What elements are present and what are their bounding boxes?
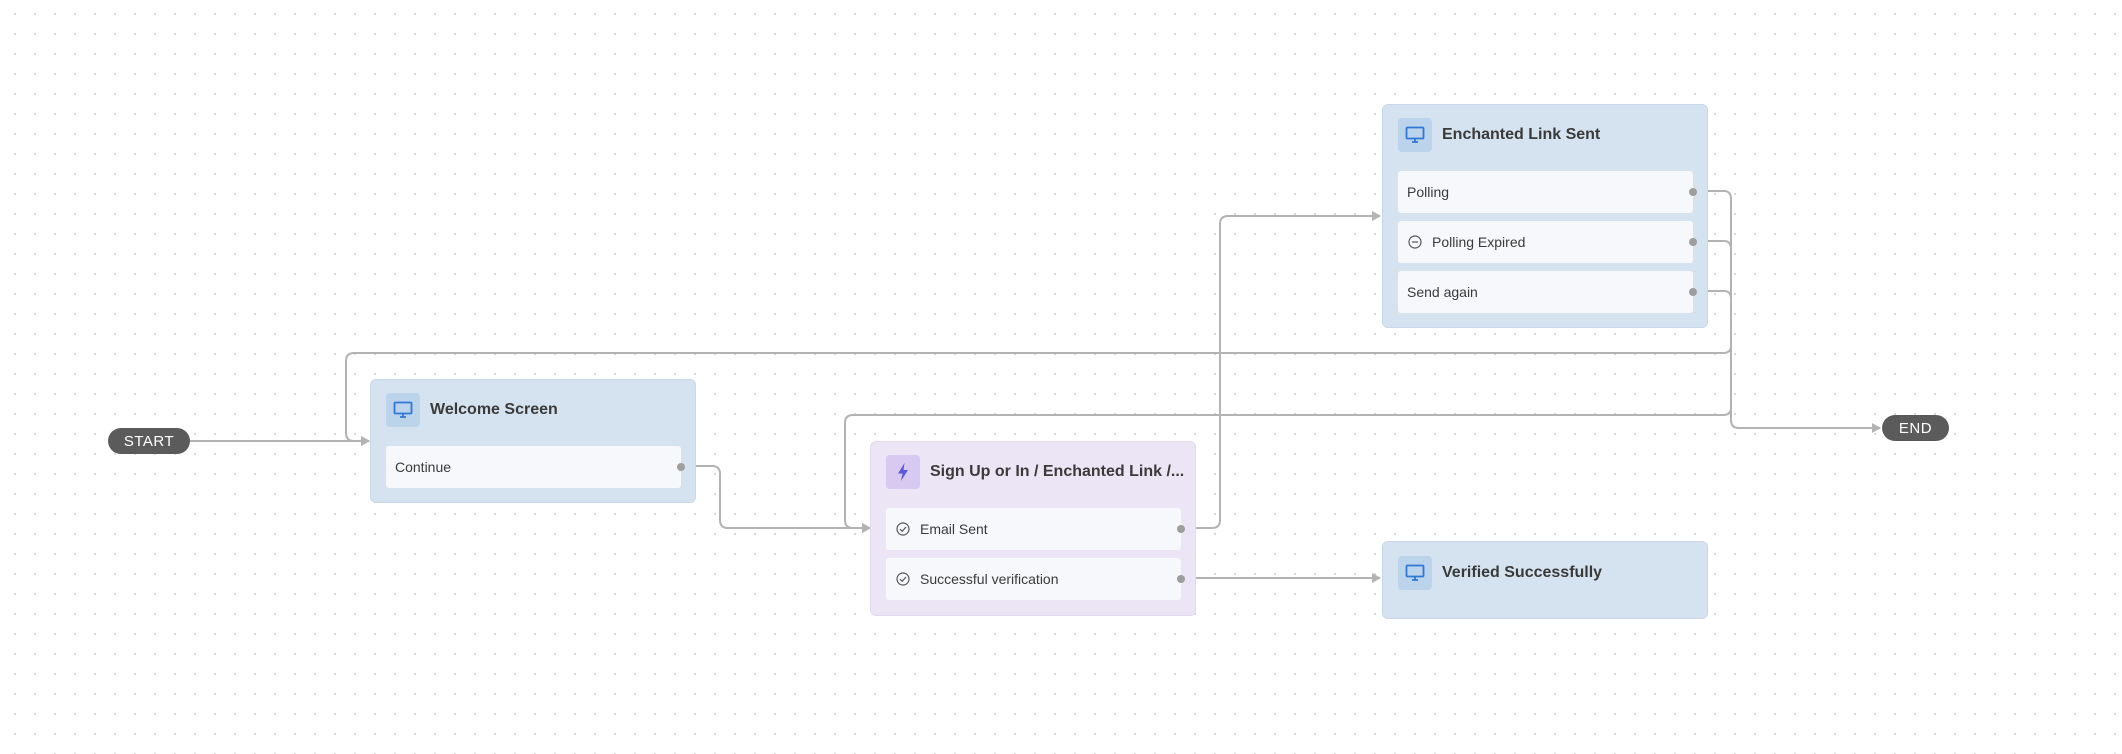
enchanted-link-sent-header: Enchanted Link Sent: [1398, 118, 1697, 152]
lightning-icon: [886, 455, 920, 489]
welcome-screen-header: Welcome Screen: [386, 393, 685, 427]
signup-action-title: Sign Up or In / Enchanted Link /...: [930, 463, 1185, 480]
edge-polling-expired-to-end: [1693, 240, 1881, 433]
signup-action-node[interactable]: Sign Up or In / Enchanted Link /... Emai…: [870, 441, 1196, 616]
verified-successfully-title: Verified Successfully: [1442, 564, 1603, 581]
polling-expired-row[interactable]: Polling Expired: [1398, 221, 1697, 263]
enchanted-link-sent-node[interactable]: Enchanted Link Sent Polling Polling Expi…: [1382, 104, 1708, 328]
welcome-continue-row[interactable]: Continue: [386, 446, 685, 488]
email-sent-port[interactable]: [1177, 525, 1185, 533]
send-again-row[interactable]: Send again: [1398, 271, 1697, 313]
polling-expired-label: Polling Expired: [1432, 234, 1526, 250]
edge-continue-to-signup: [682, 465, 871, 533]
polling-expired-port[interactable]: [1689, 238, 1697, 246]
welcome-screen-title: Welcome Screen: [430, 401, 558, 418]
send-again-port[interactable]: [1689, 288, 1697, 296]
start-node[interactable]: START: [108, 428, 190, 454]
successful-verification-row[interactable]: Successful verification: [886, 558, 1185, 600]
verified-successfully-header: Verified Successfully: [1398, 556, 1697, 590]
continue-port[interactable]: [677, 463, 685, 471]
continue-label: Continue: [395, 459, 452, 475]
end-label: END: [1898, 419, 1933, 437]
monitor-icon: [1398, 556, 1432, 590]
end-node[interactable]: END: [1882, 415, 1949, 441]
check-circle-icon: [895, 571, 911, 587]
minus-circle-icon: [1407, 234, 1423, 250]
start-label: START: [123, 432, 175, 450]
edge-email-sent-to-enchanted: [1181, 211, 1381, 529]
email-sent-label: Email Sent: [920, 521, 988, 537]
polling-port[interactable]: [1689, 188, 1697, 196]
successful-verification-label: Successful verification: [920, 571, 1059, 587]
monitor-icon: [386, 393, 420, 427]
check-circle-icon: [895, 521, 911, 537]
email-sent-row[interactable]: Email Sent: [886, 508, 1185, 550]
polling-row[interactable]: Polling: [1398, 171, 1697, 213]
verified-successfully-node[interactable]: Verified Successfully: [1382, 541, 1708, 619]
signup-action-header: Sign Up or In / Enchanted Link /...: [886, 455, 1185, 489]
enchanted-link-sent-title: Enchanted Link Sent: [1442, 126, 1601, 143]
welcome-screen-node[interactable]: Welcome Screen Continue: [370, 379, 696, 503]
send-again-label: Send again: [1407, 284, 1478, 300]
successful-verification-port[interactable]: [1177, 575, 1185, 583]
polling-label: Polling: [1407, 184, 1450, 200]
monitor-icon: [1398, 118, 1432, 152]
